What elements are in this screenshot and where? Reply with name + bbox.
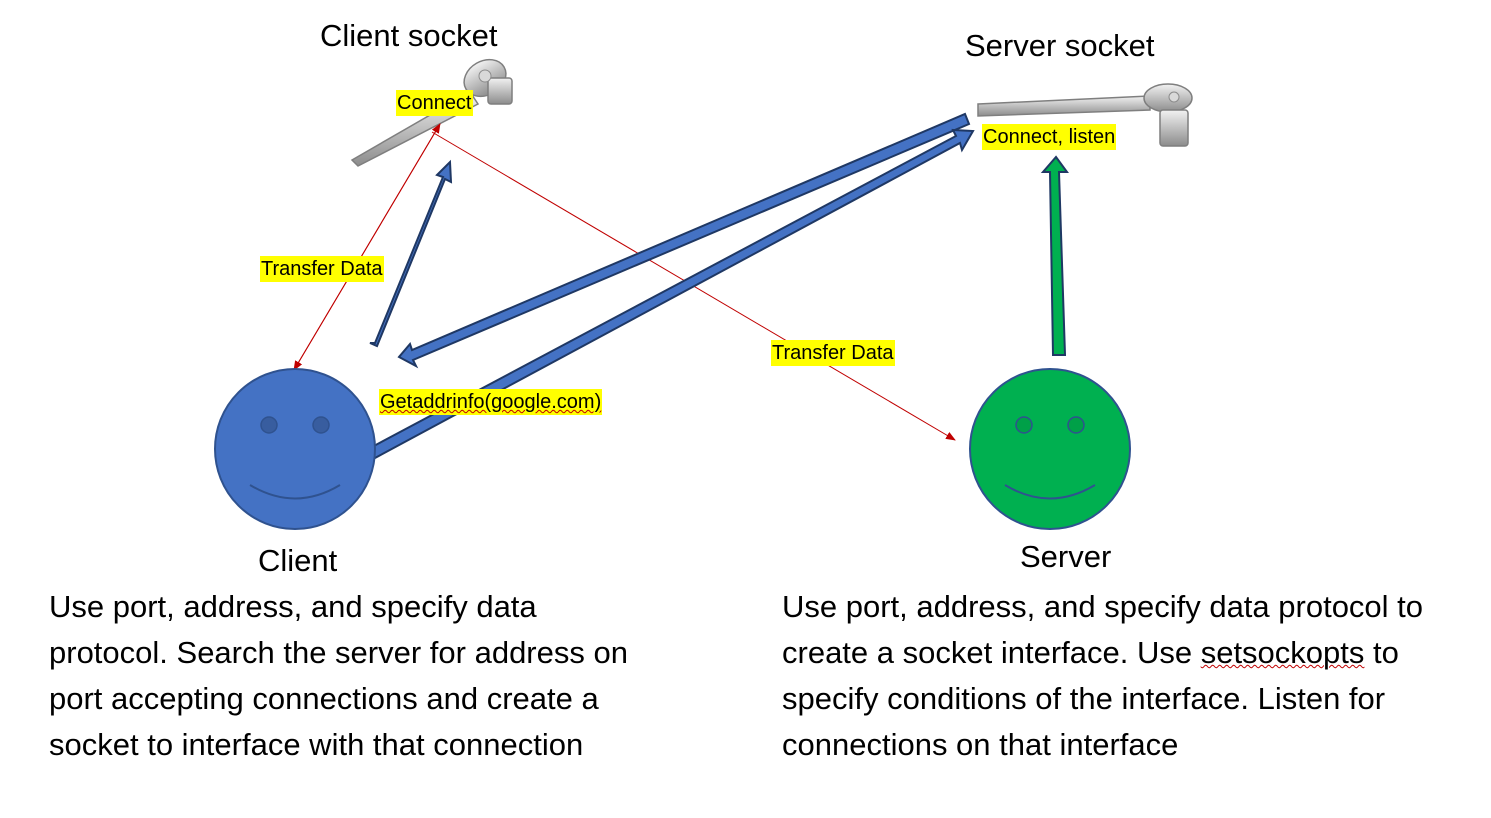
getaddrinfo-label: Getaddrinfo(google.com) — [379, 389, 603, 415]
server-connect-listen-label: Connect, listen — [982, 124, 1117, 150]
server-description-line: create a socket interface. Use setsockop… — [782, 635, 1399, 670]
client-name: Client — [258, 543, 338, 578]
server-description-line: Use port, address, and specify data prot… — [782, 589, 1424, 624]
server-smiley-icon — [969, 368, 1131, 530]
server-description-line: specify conditions of the interface. Lis… — [782, 681, 1386, 716]
client-socket-title: Client socket — [320, 18, 498, 53]
client-to-client-socket-block-arrow — [369, 159, 453, 348]
client-smiley-icon — [214, 368, 376, 530]
client-description-line: socket to interface with that connection — [49, 727, 584, 762]
client-description-line: port accepting connections and create a — [49, 681, 599, 716]
server-socket-wrench-icon — [977, 83, 1193, 147]
client-connect-label: Connect — [396, 90, 473, 116]
transfer-data-left-label: Transfer Data — [260, 256, 384, 282]
server-description: Use port, address, and specify data prot… — [782, 584, 1491, 768]
server-name: Server — [1020, 539, 1112, 574]
server-socket-title: Server socket — [965, 28, 1155, 63]
client-description-line: protocol. Search the server for address … — [49, 635, 628, 670]
getaddrinfo-text: Getaddrinfo(google.com) — [380, 391, 602, 413]
client-description: Use port, address, and specify data prot… — [49, 584, 749, 768]
server-to-server-socket-block-arrow — [1040, 155, 1069, 356]
server-description-line: connections on that interface — [782, 727, 1179, 762]
client-to-client-socket-arrow — [293, 123, 441, 371]
server-socket-to-client-block-arrow — [397, 112, 971, 369]
setsockopts-term: setsockopts — [1200, 635, 1365, 670]
client-description-line: Use port, address, and specify data — [49, 589, 537, 624]
transfer-data-center-label: Transfer Data — [771, 340, 895, 366]
